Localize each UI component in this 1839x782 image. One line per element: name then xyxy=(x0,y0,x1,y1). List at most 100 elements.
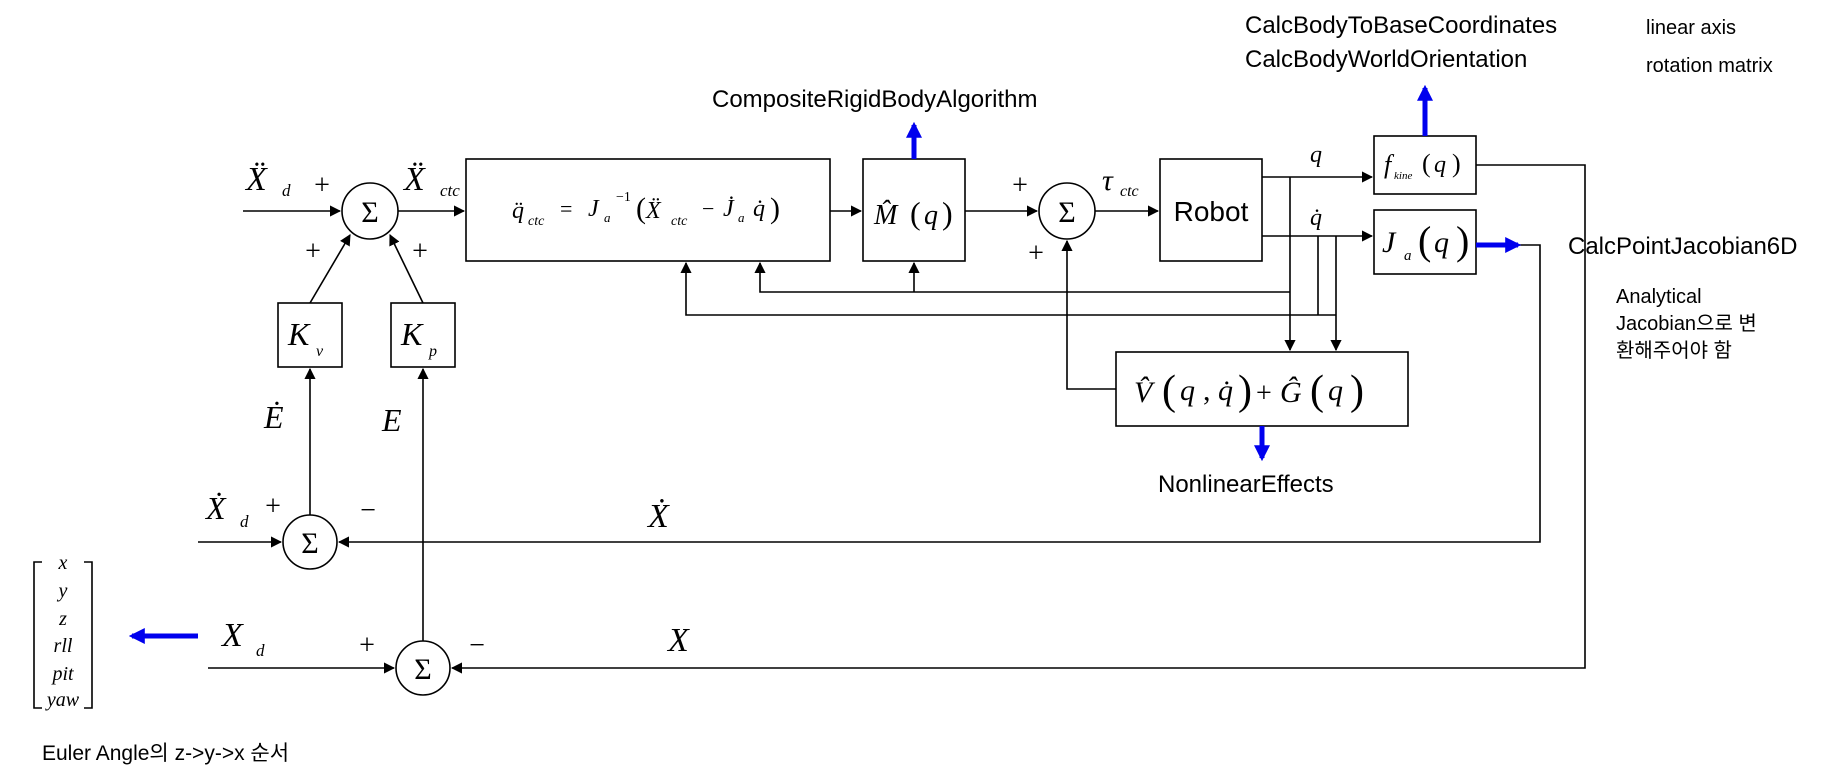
signal-label-q-dot: q̇ xyxy=(1310,205,1322,231)
kp-gain-block xyxy=(390,302,456,368)
svg-text:K: K xyxy=(287,316,311,352)
sum-junction-position-error: Σ xyxy=(395,640,451,696)
svg-text:(: ( xyxy=(636,192,646,225)
svg-text:q̇: q̇ xyxy=(1218,374,1233,407)
svg-text:d: d xyxy=(240,512,249,531)
svg-text:ctc: ctc xyxy=(440,181,460,200)
svg-text:q: q xyxy=(924,200,938,231)
nonlinear-effects-block xyxy=(1115,351,1409,427)
svg-text:X: X xyxy=(220,617,244,654)
pose-vector-entry: yaw xyxy=(45,689,80,711)
pose-vector-entry: rll xyxy=(54,635,73,657)
svg-text:): ) xyxy=(1350,368,1364,414)
svg-text:q̈: q̈ xyxy=(512,198,524,224)
svg-text:a: a xyxy=(1404,248,1412,264)
svg-text:d: d xyxy=(282,181,291,200)
pose-vector-entry: y xyxy=(57,580,68,602)
svg-text:+: + xyxy=(265,491,281,522)
svg-text:): ) xyxy=(1456,218,1469,263)
kp-label: K p xyxy=(400,316,437,360)
svg-text:f: f xyxy=(1384,150,1395,179)
signal-label-tau-ctc: τ ctc xyxy=(1102,164,1139,200)
kv-label: K v xyxy=(287,316,324,360)
analytical-jacobian-block xyxy=(1373,209,1477,275)
signal-label-xdd-desired: Ẍ d xyxy=(244,161,291,200)
sum-junction-main: Σ xyxy=(341,182,399,240)
signal-label-e-dot: Ė xyxy=(263,399,284,435)
svg-text:Ẋ: Ẋ xyxy=(204,490,227,526)
svg-text:+: + xyxy=(1028,238,1044,269)
svg-text:Ĝ: Ĝ xyxy=(1280,376,1302,409)
mass-matrix-block xyxy=(862,158,966,262)
svg-text:=: = xyxy=(560,196,572,221)
svg-text:q̇: q̇ xyxy=(753,196,765,222)
pose-vector-entry: x xyxy=(58,552,68,574)
svg-text:−: − xyxy=(702,196,714,221)
svg-text:,: , xyxy=(1203,374,1211,407)
svg-text:): ) xyxy=(942,195,953,231)
api-label-point-jacobian: CalcPointJacobian6D xyxy=(1568,233,1797,260)
svg-text:q: q xyxy=(1434,226,1449,259)
sigma-symbol: Σ xyxy=(301,527,318,560)
svg-text:ctc: ctc xyxy=(671,214,688,229)
api-label-body-world-orientation: CalcBodyWorldOrientation xyxy=(1245,46,1527,73)
note-analytical-1: Analytical xyxy=(1616,286,1702,308)
signal-label-x: X xyxy=(666,622,690,659)
svg-text:(: ( xyxy=(1418,218,1431,263)
sigma-symbol: Σ xyxy=(361,196,378,229)
svg-text:Ẍ: Ẍ xyxy=(402,161,426,198)
nonlinear-effects-label: V̂ ( q , q̇ ) + Ĝ ( q ) xyxy=(1134,368,1364,414)
signal-label-e: E xyxy=(381,402,402,438)
pose-vector-entry: pit xyxy=(50,663,74,685)
pose-vector: x y z rll pit yaw xyxy=(33,552,93,711)
svg-text:−: − xyxy=(360,495,376,526)
api-annotation-arrows xyxy=(128,84,1522,645)
svg-text:+: + xyxy=(1012,170,1028,201)
svg-text:p: p xyxy=(428,343,437,360)
sum-junction-torque: Σ xyxy=(1038,182,1096,240)
robot-block xyxy=(1159,158,1263,262)
svg-text:a: a xyxy=(738,210,745,225)
forward-kinematics-label: f kine ( q ) xyxy=(1384,149,1461,182)
svg-text:J: J xyxy=(1382,226,1397,259)
robot-label: Robot xyxy=(1174,196,1249,227)
signal-label-x-dot: Ẋ xyxy=(646,498,670,535)
junction-signs: + + + + + + − + − xyxy=(265,170,1044,661)
sigma-symbol: Σ xyxy=(1058,196,1075,229)
api-label-crba: CompositeRigidBodyAlgorithm xyxy=(712,86,1037,113)
note-analytical-3: 환해주어야 함 xyxy=(1616,339,1732,362)
mass-matrix-label: M̂ ( q ) xyxy=(873,195,953,231)
svg-text:M̂: M̂ xyxy=(873,200,899,231)
svg-text:Ẍ: Ẍ xyxy=(645,198,662,224)
svg-text:q: q xyxy=(1434,152,1446,178)
api-label-nonlinear-effects: NonlinearEffects xyxy=(1158,471,1334,498)
svg-text:−1: −1 xyxy=(616,190,631,205)
svg-text:V̂: V̂ xyxy=(1134,376,1156,409)
svg-text:(: ( xyxy=(910,195,921,231)
svg-text:+: + xyxy=(305,236,321,267)
svg-text:(: ( xyxy=(1422,149,1431,178)
svg-text:K: K xyxy=(400,316,424,352)
svg-text:q: q xyxy=(1328,374,1343,407)
ctc-acceleration-block xyxy=(465,158,831,262)
signal-label-xdd-ctc: Ẍ ctc xyxy=(402,161,460,200)
svg-text:τ: τ xyxy=(1102,164,1114,197)
note-linear-axis: linear axis xyxy=(1646,17,1736,39)
svg-text:a: a xyxy=(604,210,611,225)
note-analytical-2: Jacobian으로 변 xyxy=(1616,312,1757,335)
note-euler-order: Euler Angle의 z->y->x 순서 xyxy=(42,742,289,765)
svg-text:): ) xyxy=(1238,368,1252,414)
svg-text:ctc: ctc xyxy=(528,214,545,229)
svg-text:+: + xyxy=(412,236,428,267)
svg-text:Ẍ: Ẍ xyxy=(244,161,268,198)
analytical-jacobian-label: J a ( q ) xyxy=(1382,218,1469,264)
svg-text:kine: kine xyxy=(1394,170,1412,182)
sigma-symbol: Σ xyxy=(414,653,431,686)
ctc-acceleration-equation: q̈ ctc = J a −1 ( Ẍ ctc − J̇ a q̇ ) xyxy=(512,190,780,229)
svg-text:d: d xyxy=(256,641,265,660)
signal-label-q: q xyxy=(1310,142,1322,168)
svg-text:+: + xyxy=(314,170,330,201)
svg-text:(: ( xyxy=(1310,368,1324,414)
svg-text:(: ( xyxy=(1162,368,1176,414)
